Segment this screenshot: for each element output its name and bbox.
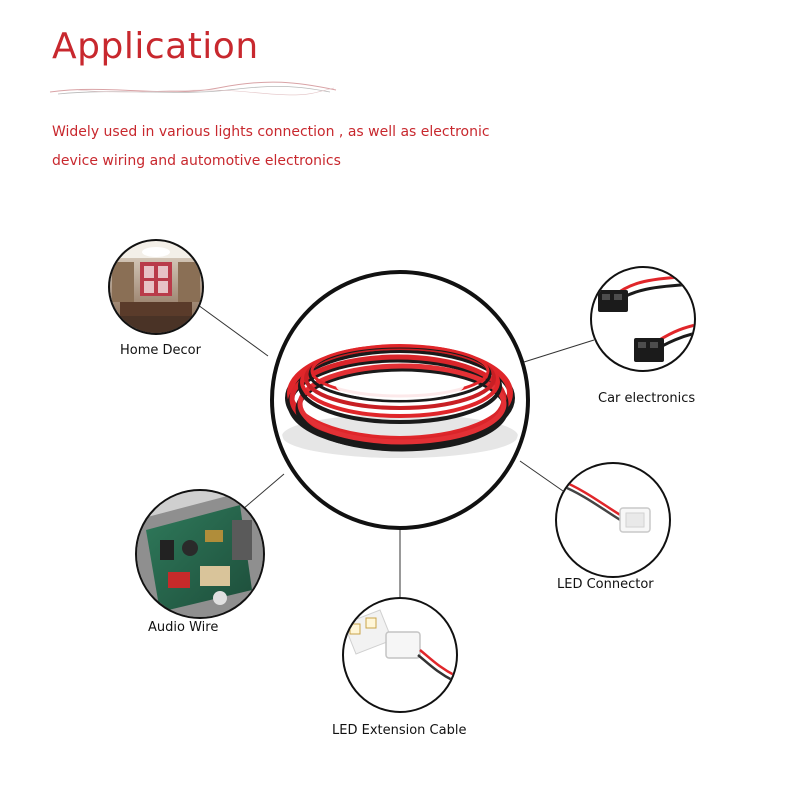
led-connector-image: [555, 462, 671, 578]
description: Widely used in various lights connection…: [52, 118, 512, 176]
connector-line-car: [523, 339, 595, 363]
description-line-2: device wiring and automotive electronics: [52, 153, 341, 169]
label-home-decor: Home Decor: [120, 343, 201, 358]
center-wire-coil-image: [270, 270, 530, 530]
connector-line-audio: [242, 473, 285, 510]
page-title: Application: [52, 26, 259, 67]
label-audio-wire: Audio Wire: [148, 620, 219, 635]
led-extension-cable-image: [342, 597, 458, 713]
label-led-connector: LED Connector: [557, 577, 654, 592]
connector-line-ledc: [519, 460, 564, 492]
audio-wire-image: [135, 489, 265, 619]
connector-line-home: [197, 304, 269, 357]
label-led-extension-cable: LED Extension Cable: [332, 723, 467, 738]
home-decor-image: [108, 239, 204, 335]
label-car-electronics: Car electronics: [598, 391, 696, 406]
title-underline-swoosh: [49, 81, 337, 96]
description-line-1: Widely used in various lights connection…: [52, 124, 490, 140]
car-electronics-image: [590, 266, 696, 372]
